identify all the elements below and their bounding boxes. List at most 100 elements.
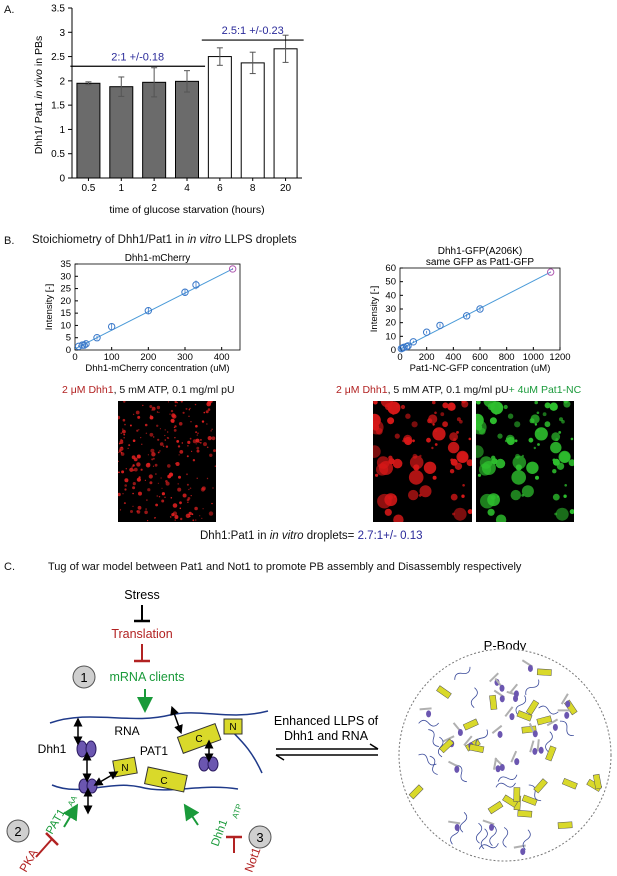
translation-label: Translation (111, 627, 172, 641)
droplet (498, 404, 502, 408)
bar-1h (109, 86, 134, 179)
droplet (169, 413, 171, 415)
data-point (144, 306, 153, 315)
droplet (419, 485, 432, 498)
droplet (167, 464, 171, 468)
ytick-label: 10 (60, 320, 71, 331)
droplet (550, 441, 562, 454)
micrograph-dhh1-red (373, 401, 472, 522)
pbody-pat1 (468, 743, 485, 753)
pbody-dhh1 (532, 730, 538, 738)
pka-inhibit-bar (45, 832, 59, 846)
droplet (145, 432, 148, 434)
droplet (552, 469, 557, 474)
droplet (172, 511, 178, 516)
droplet (203, 411, 206, 414)
droplet (563, 401, 571, 408)
pbody-pat1 (516, 710, 533, 722)
chart-a-ytick-label: 3.5 (51, 4, 65, 15)
data-point (107, 322, 116, 331)
pbody-pat1 (408, 784, 424, 800)
data-point (181, 288, 189, 296)
xtick-label: 400 (214, 352, 230, 363)
droplet (490, 495, 496, 500)
droplet (189, 437, 192, 440)
pbody-pat1 (545, 745, 557, 762)
droplet (375, 473, 379, 477)
xtick-label: 100 (104, 352, 120, 363)
pbody-contents (408, 659, 603, 856)
chart-a-xtick-label: 4 (184, 183, 190, 194)
droplet (136, 462, 141, 467)
dhh1-green-arrow (183, 803, 200, 826)
ytick-label: 20 (60, 296, 71, 307)
droplet (151, 406, 156, 411)
droplet (479, 456, 493, 469)
pbody-rna (475, 729, 488, 747)
droplet (149, 415, 154, 420)
data-point (82, 340, 90, 348)
pbody-dhh1 (499, 695, 505, 703)
pbody-pat1 (513, 787, 521, 802)
pbody-rna (459, 811, 468, 833)
droplet (211, 428, 213, 430)
droplet (137, 505, 142, 510)
condition-left: 2 μM Dhh1, 5 mM ATP, 0.1 mg/ml pU (62, 384, 235, 396)
droplet (173, 426, 175, 429)
droplet (466, 459, 472, 467)
droplet (373, 420, 384, 435)
droplet (130, 510, 133, 513)
droplet (164, 429, 166, 431)
droplet (119, 509, 122, 511)
droplet (177, 487, 182, 492)
droplet (161, 499, 165, 503)
chart-a-ylabel: Dhh1/ Pat1 in vivo in PBs (33, 36, 45, 154)
pbody-pat1 (525, 699, 540, 716)
chart-a-ytick-label: 0.5 (51, 149, 65, 160)
chart-a-ytick-label: 2.5 (51, 52, 65, 63)
chart-a-xtick-label: 8 (250, 183, 256, 194)
droplet (149, 481, 153, 485)
droplet (187, 514, 189, 516)
droplet (195, 424, 198, 428)
mrna-clients-label: mRNA clients (109, 670, 184, 684)
chart-a-ytick-label: 1 (59, 125, 65, 136)
droplet (187, 501, 189, 503)
droplet (568, 459, 574, 467)
droplet (536, 411, 540, 415)
result-value: 2.7:1+/- 0.13 (357, 530, 423, 542)
droplet (174, 401, 177, 404)
panel-b-heading-pre: Stoichiometry of Dhh1/Pat1 in (32, 234, 188, 246)
pbody-pat1 (487, 800, 504, 815)
pbody-rna (497, 774, 518, 782)
droplet (147, 520, 149, 522)
droplet (176, 440, 180, 443)
droplet (214, 465, 216, 467)
pbody-dhh1 (499, 763, 505, 771)
ytick-label: 15 (60, 308, 71, 319)
ytick-label: 5 (66, 333, 71, 344)
xtick-label: 1000 (523, 352, 544, 363)
droplet (138, 491, 142, 496)
droplet (206, 423, 208, 425)
data-point (436, 321, 444, 330)
panel-b-label: B. (4, 235, 15, 247)
droplet (195, 519, 197, 521)
dhh1-protein-2 (78, 778, 98, 794)
droplet (164, 434, 166, 437)
pbody-arrow (510, 750, 518, 763)
chart-a-ytick-label: 3 (59, 28, 65, 39)
droplet (208, 511, 214, 516)
dhh1-protein-1 (76, 740, 97, 758)
plot-title: Dhh1-GFP(A206K) (438, 246, 522, 257)
pbody-rna (525, 679, 540, 696)
droplet (534, 423, 538, 426)
droplet (544, 421, 551, 428)
droplet (174, 404, 177, 407)
droplet (132, 464, 135, 467)
plot-title: Dhh1-mCherry (125, 253, 191, 264)
droplet (124, 423, 126, 426)
droplet (207, 436, 212, 441)
droplet (198, 441, 200, 443)
